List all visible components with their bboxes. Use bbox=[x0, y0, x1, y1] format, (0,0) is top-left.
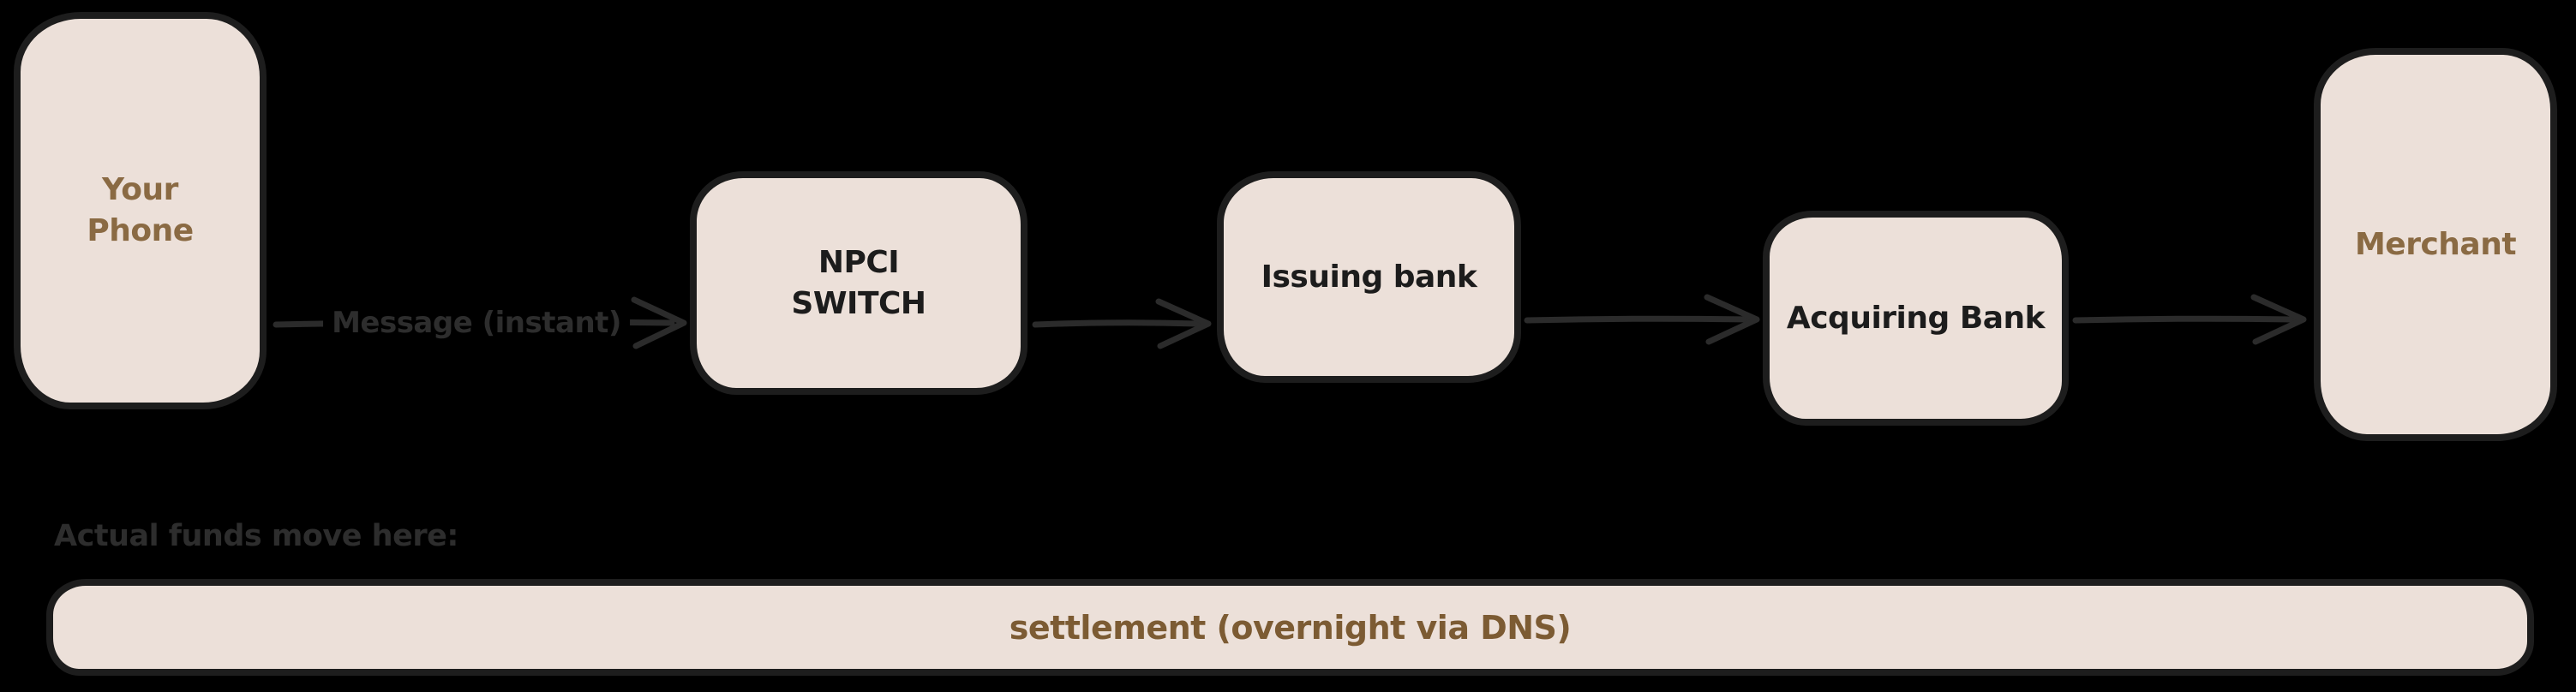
node-your-phone[interactable]: Your Phone bbox=[14, 12, 267, 409]
node-acquiring-bank-label: Acquiring Bank bbox=[1786, 300, 2046, 336]
node-acquiring-bank[interactable]: Acquiring Bank bbox=[1763, 211, 2069, 426]
arrow-npci-to-issuing[interactable] bbox=[1032, 298, 1212, 349]
node-merchant-label: Merchant bbox=[2354, 226, 2517, 262]
node-settlement[interactable]: settlement (overnight via DNS) bbox=[46, 579, 2534, 676]
node-issuing-bank-label: Issuing bank bbox=[1261, 259, 1477, 295]
node-settlement-label: settlement (overnight via DNS) bbox=[1009, 608, 1572, 647]
node-your-phone-line2: Phone bbox=[87, 213, 194, 248]
node-your-phone-label: Your Phone bbox=[87, 170, 194, 252]
node-npci-line2: SWITCH bbox=[791, 285, 926, 321]
node-merchant[interactable]: Merchant bbox=[2314, 48, 2557, 441]
arrow-acquiring-to-merchant[interactable] bbox=[2072, 294, 2307, 345]
caption-actual-funds[interactable]: Actual funds move here: bbox=[54, 519, 458, 553]
edge-label-message[interactable]: Message (instant) bbox=[323, 304, 630, 342]
node-npci-switch[interactable]: NPCI SWITCH bbox=[690, 171, 1027, 395]
node-npci-line1: NPCI bbox=[818, 244, 900, 280]
arrow-issuing-to-acquiring[interactable] bbox=[1524, 294, 1760, 345]
node-your-phone-line1: Your bbox=[102, 172, 178, 207]
node-npci-switch-label: NPCI SWITCH bbox=[791, 242, 926, 325]
node-issuing-bank[interactable]: Issuing bank bbox=[1217, 171, 1521, 383]
